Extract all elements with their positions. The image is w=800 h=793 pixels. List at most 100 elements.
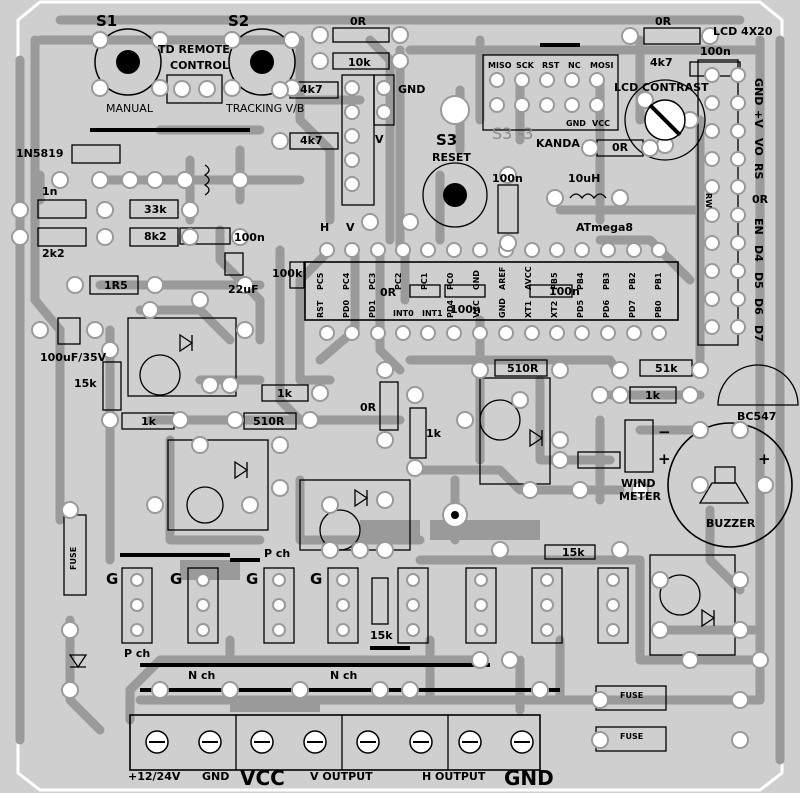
label-t-gnd2: GND — [504, 766, 554, 790]
label-1n5819: 1N5819 — [16, 147, 64, 160]
label-2k2: 2k2 — [42, 247, 65, 260]
pin-pb2: PB2 — [628, 272, 637, 290]
label-100n-chip2: 100n — [549, 285, 580, 298]
label-t-vout: V OUTPUT — [310, 770, 373, 783]
pin-pc2: PC2 — [394, 272, 403, 290]
label-wind: WIND — [621, 477, 656, 490]
label-atmega: ATmega8 — [576, 221, 634, 234]
label-td-control: CONTROL — [170, 59, 229, 72]
isp-sck: SCK — [516, 61, 534, 70]
pin-pc3: PC3 — [368, 272, 377, 290]
label-lcd-contrast: LCD CONTRAST — [614, 81, 709, 94]
label-33k: 33k — [144, 203, 167, 216]
label-pch-top: P ch — [264, 547, 291, 560]
label-1k-right: 1k — [645, 389, 660, 402]
lcd-pin-d5: D5 — [752, 272, 765, 289]
pin-int0: INT0 — [393, 309, 414, 318]
label-ghost: S3 -3 — [492, 124, 534, 143]
isp-gnd: GND — [566, 119, 586, 128]
label-0r-chip: 0R — [380, 286, 397, 299]
lcd-pin-gnd: GND — [752, 78, 765, 106]
label-1k-vert: 1k — [426, 427, 441, 440]
isp-miso: MISO — [488, 61, 512, 70]
label-g4: G — [310, 570, 323, 588]
solder-pads — [11, 26, 774, 749]
lcd-pin-d7: D7 — [752, 325, 765, 342]
isp-nc: NC — [568, 61, 581, 70]
pin-avcc: AVCC — [524, 266, 533, 290]
pin-pb3: PB3 — [602, 272, 611, 290]
label-tracking: TRACKING V/B — [226, 102, 305, 115]
contrast-knob — [644, 99, 686, 141]
label-kanda: KANDA — [536, 137, 580, 150]
pin-rst: RST — [316, 300, 325, 318]
ghost-pad — [440, 95, 470, 125]
label-fuse-left: FUSE — [69, 546, 78, 570]
label-pch-bottom: P ch — [124, 647, 151, 660]
silk-heavy-lines — [90, 43, 580, 692]
label-0r-contrast: 0R — [612, 141, 629, 154]
label-10k: 10k — [348, 56, 371, 69]
lcd-pin-d4: D4 — [752, 245, 765, 262]
label-0r-top-right: 0R — [655, 15, 672, 28]
label-nch-right: N ch — [330, 669, 358, 682]
pin-aref: AREF — [498, 266, 507, 290]
label-t-hout: H OUTPUT — [422, 770, 486, 783]
label-4k7-c: 4k7 — [650, 56, 673, 69]
label-fuse-r2: FUSE — [620, 732, 644, 741]
pin-xt1: XT1 — [524, 300, 533, 318]
label-t-gnd: GND — [202, 770, 230, 783]
pin-pd6: PD6 — [602, 299, 611, 318]
label-100k: 100k — [272, 267, 303, 280]
label-s1: S1 — [96, 12, 118, 30]
label-plus-buzzer: + — [758, 450, 771, 468]
label-100n-mid: 100n — [492, 172, 523, 185]
label-g1: G — [106, 570, 119, 588]
label-510r-a: 510R — [507, 362, 539, 375]
pin-int1: INT1 — [422, 309, 443, 318]
label-h: H — [320, 221, 330, 234]
label-4k7-a: 4k7 — [300, 83, 323, 96]
label-100n-top: 100n — [700, 45, 731, 58]
label-g2: G — [170, 570, 183, 588]
label-v: V — [346, 221, 355, 234]
label-s3: S3 — [436, 131, 458, 149]
label-22uf: 22uF — [228, 283, 259, 296]
pin-pc5: PC5 — [316, 272, 325, 290]
label-nch-left: N ch — [188, 669, 216, 682]
label-51k: 51k — [655, 362, 678, 375]
label-8k2: 8k2 — [144, 230, 167, 243]
label-v-top: V — [375, 133, 384, 146]
board-edge — [16, 0, 784, 792]
pin-pd0: PD0 — [342, 299, 351, 318]
label-bc547: BC547 — [737, 410, 777, 423]
label-g3: G — [246, 570, 259, 588]
lcd-pin-d6: D6 — [752, 298, 765, 315]
lcd-pin-en: EN — [752, 218, 765, 235]
label-gnd-top: GND — [398, 83, 426, 96]
label-buzzer: BUZZER — [706, 517, 756, 530]
lcd-pin-vo: VO — [752, 138, 765, 156]
isp-mosi: MOSI — [590, 61, 614, 70]
lcd-pin-rs: RS — [752, 163, 765, 180]
label-minus-wind: − — [658, 423, 671, 441]
label-100uf: 100uF/35V — [40, 351, 107, 364]
drill-holes — [116, 50, 467, 519]
label-1r5: 1R5 — [104, 279, 128, 292]
copper-traces — [15, 15, 785, 765]
label-s2: S2 — [228, 12, 250, 30]
label-t-12v: +12/24V — [128, 770, 181, 783]
terminal-screws — [145, 730, 534, 754]
label-manual: MANUAL — [106, 102, 153, 115]
label-1k-mid: 1k — [277, 387, 292, 400]
label-1k-left: 1k — [141, 415, 156, 428]
label-1n: 1n — [42, 185, 58, 198]
pin-pc0: PC0 — [446, 272, 455, 290]
pin-pc1: PC1 — [420, 272, 429, 290]
pin-gnd: GND — [472, 270, 481, 290]
pin-pd5: PD5 — [576, 299, 585, 318]
pin-pb0: PB0 — [654, 300, 663, 318]
label-plus-wind: + — [658, 450, 671, 468]
label-15k-mid: 15k — [370, 629, 393, 642]
